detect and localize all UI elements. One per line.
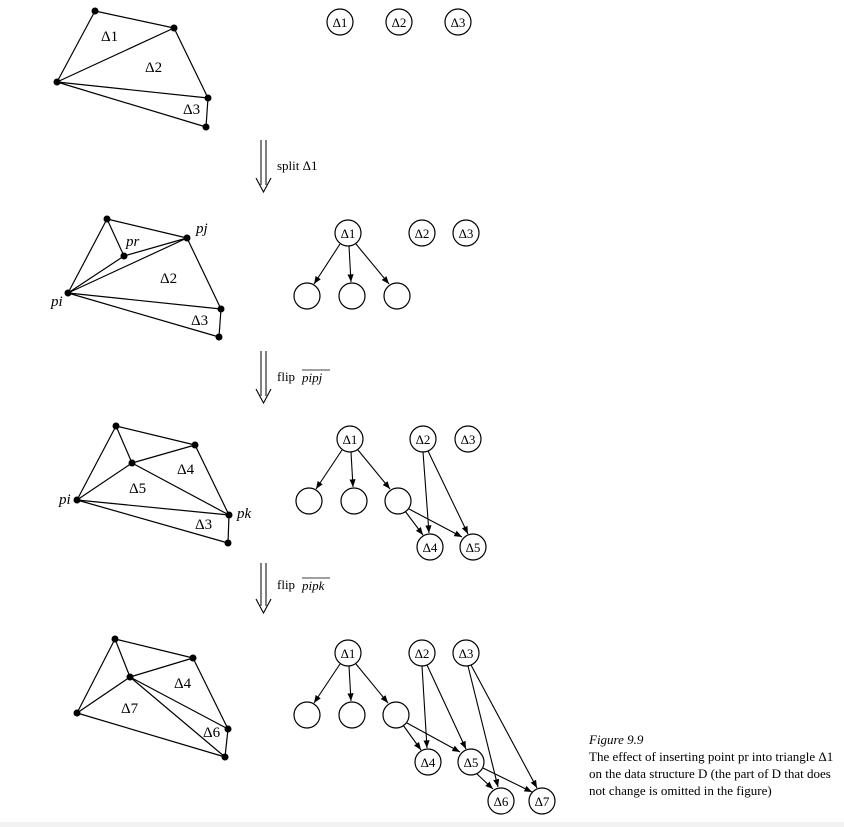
triangle-label-d4: Δ4 [177, 462, 195, 478]
step-arrow-flip-2: flip pipk [255, 563, 330, 615]
point-label-pj: pj [195, 221, 208, 237]
dag-node-d1: Δ1 [341, 226, 356, 241]
dag-node-d1: Δ1 [341, 646, 356, 661]
figure-caption: Figure 9.9 The effect of inserting point… [589, 731, 839, 799]
triangle-label-d5: Δ5 [129, 481, 146, 497]
triangle-label-d3: Δ3 [191, 313, 208, 329]
dag-initial: Δ1 Δ2 Δ3 [326, 8, 472, 36]
dag-node-d7: Δ7 [535, 794, 550, 809]
bottom-strip [0, 822, 844, 827]
svg-text:flip: flip [277, 369, 295, 384]
dag-flip-2: Δ1 Δ2 Δ3 Δ4 Δ5 Δ6 Δ7 [293, 639, 556, 815]
svg-text:flip: flip [277, 577, 295, 592]
triangle-label-d6: Δ6 [203, 725, 221, 741]
point-label-pi: pi [50, 294, 63, 310]
triangle-label-d4: Δ4 [174, 676, 192, 692]
triangle-label-d3: Δ3 [183, 102, 200, 118]
caption-text: The effect of inserting point pr into tr… [589, 749, 834, 798]
dag-node-d5: Δ5 [464, 755, 479, 770]
svg-text:split Δ1: split Δ1 [277, 158, 318, 173]
point-label-pi: pi [58, 492, 71, 508]
point-label-pr: pr [125, 234, 140, 250]
dag-node-d3: Δ3 [459, 226, 474, 241]
triangle-label-d1: Δ1 [101, 29, 118, 45]
dag-node-d2: Δ2 [415, 646, 430, 661]
dag-node-d5: Δ5 [466, 540, 481, 555]
dag-node-d3: Δ3 [461, 432, 476, 447]
dag-node-d6: Δ6 [494, 794, 509, 809]
step-arrow-split: split Δ1 [255, 140, 318, 194]
triangulation-split: pr pj pi Δ2 Δ3 [50, 215, 225, 341]
point-label-pk: pk [236, 506, 252, 522]
triangulation-initial: Δ1 Δ2 Δ3 [53, 7, 212, 131]
triangle-label-d3: Δ3 [195, 517, 212, 533]
dag-node-d2: Δ2 [415, 226, 430, 241]
dag-split: Δ1 Δ2 Δ3 [293, 219, 480, 310]
dag-node-d4: Δ4 [421, 755, 436, 770]
dag-node-d2: Δ2 [416, 432, 431, 447]
triangle-label-d7: Δ7 [121, 701, 139, 717]
dag-node-d1: Δ1 [343, 432, 358, 447]
triangulation-flip-1: pi pk Δ4 Δ5 Δ3 [58, 422, 252, 547]
dag-node-d3: Δ3 [459, 646, 474, 661]
dag-node-d1: Δ1 [333, 15, 348, 30]
triangle-label-d2: Δ2 [145, 60, 162, 76]
triangle-label-d2: Δ2 [160, 271, 177, 287]
svg-text:pipk: pipk [301, 578, 325, 593]
triangulation-flip-2: Δ4 Δ7 Δ6 [73, 635, 232, 761]
dag-node-d2: Δ2 [392, 15, 407, 30]
svg-text:pipj: pipj [301, 370, 323, 385]
dag-node-d4: Δ4 [423, 540, 438, 555]
dag-node-d3: Δ3 [451, 15, 466, 30]
step-arrow-flip-1: flip pipj [255, 351, 330, 405]
caption-heading: Figure 9.9 [589, 732, 644, 747]
dag-flip-1: Δ1 Δ2 Δ3 Δ4 Δ5 [295, 425, 487, 561]
